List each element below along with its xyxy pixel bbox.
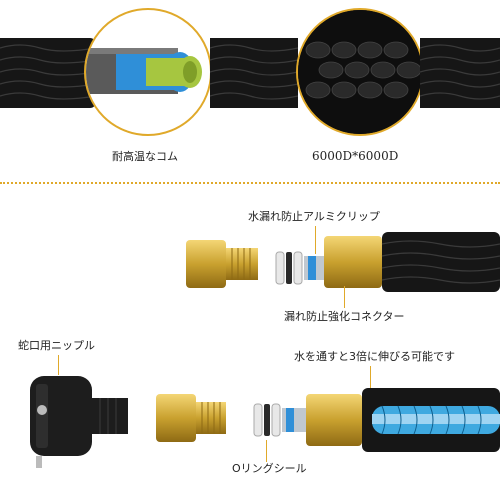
hose-strip-left: [0, 38, 97, 108]
faucet-nipple: [22, 370, 132, 470]
expand-label: 水を通すと3倍に伸びる可能です: [294, 350, 455, 363]
fabric-spec-caption: 6000D*6000D: [312, 149, 399, 163]
o-ring-label: Oリングシール: [232, 462, 307, 475]
fabric-detail-circle: [296, 8, 424, 136]
section-divider: [0, 182, 500, 184]
hose-texture: [0, 44, 97, 100]
woven-fabric-illustration: [298, 10, 422, 134]
expanding-hose-illustration: [306, 388, 500, 452]
brass-quick-connector: [184, 236, 264, 292]
brass-adapter: [154, 392, 230, 444]
rubber-caption: 耐高温なコム: [112, 150, 178, 163]
hose-strip-right: [419, 38, 500, 108]
adapter-illustration: [156, 394, 226, 442]
connector-illustration: [186, 240, 258, 288]
faucet-nipple-label: 蛇口用ニップル: [18, 339, 95, 352]
hose-strip-middle: [209, 38, 299, 108]
connector-label: 漏れ防止強化コネクター: [284, 310, 405, 323]
o-ring-set: [252, 398, 310, 442]
faucet-pointer-line: [58, 355, 59, 375]
o-ring-illustration: [253, 403, 308, 437]
hose-texture: [209, 44, 299, 100]
hose-texture: [419, 44, 500, 100]
expand-pointer-line: [370, 366, 371, 390]
cross-section-circle: [84, 8, 212, 136]
faucet-illustration: [30, 376, 128, 468]
expanding-hose: [302, 384, 500, 456]
hose-connector-illustration: [324, 232, 500, 292]
clip-pointer-line: [315, 226, 316, 254]
layers-illustration: [86, 48, 202, 94]
connector-pointer-line: [344, 286, 345, 308]
aluminum-clip-label: 水漏れ防止アルミクリップ: [248, 210, 380, 223]
hose-with-connector: [320, 226, 500, 298]
o-ring-pointer-line: [266, 440, 267, 462]
